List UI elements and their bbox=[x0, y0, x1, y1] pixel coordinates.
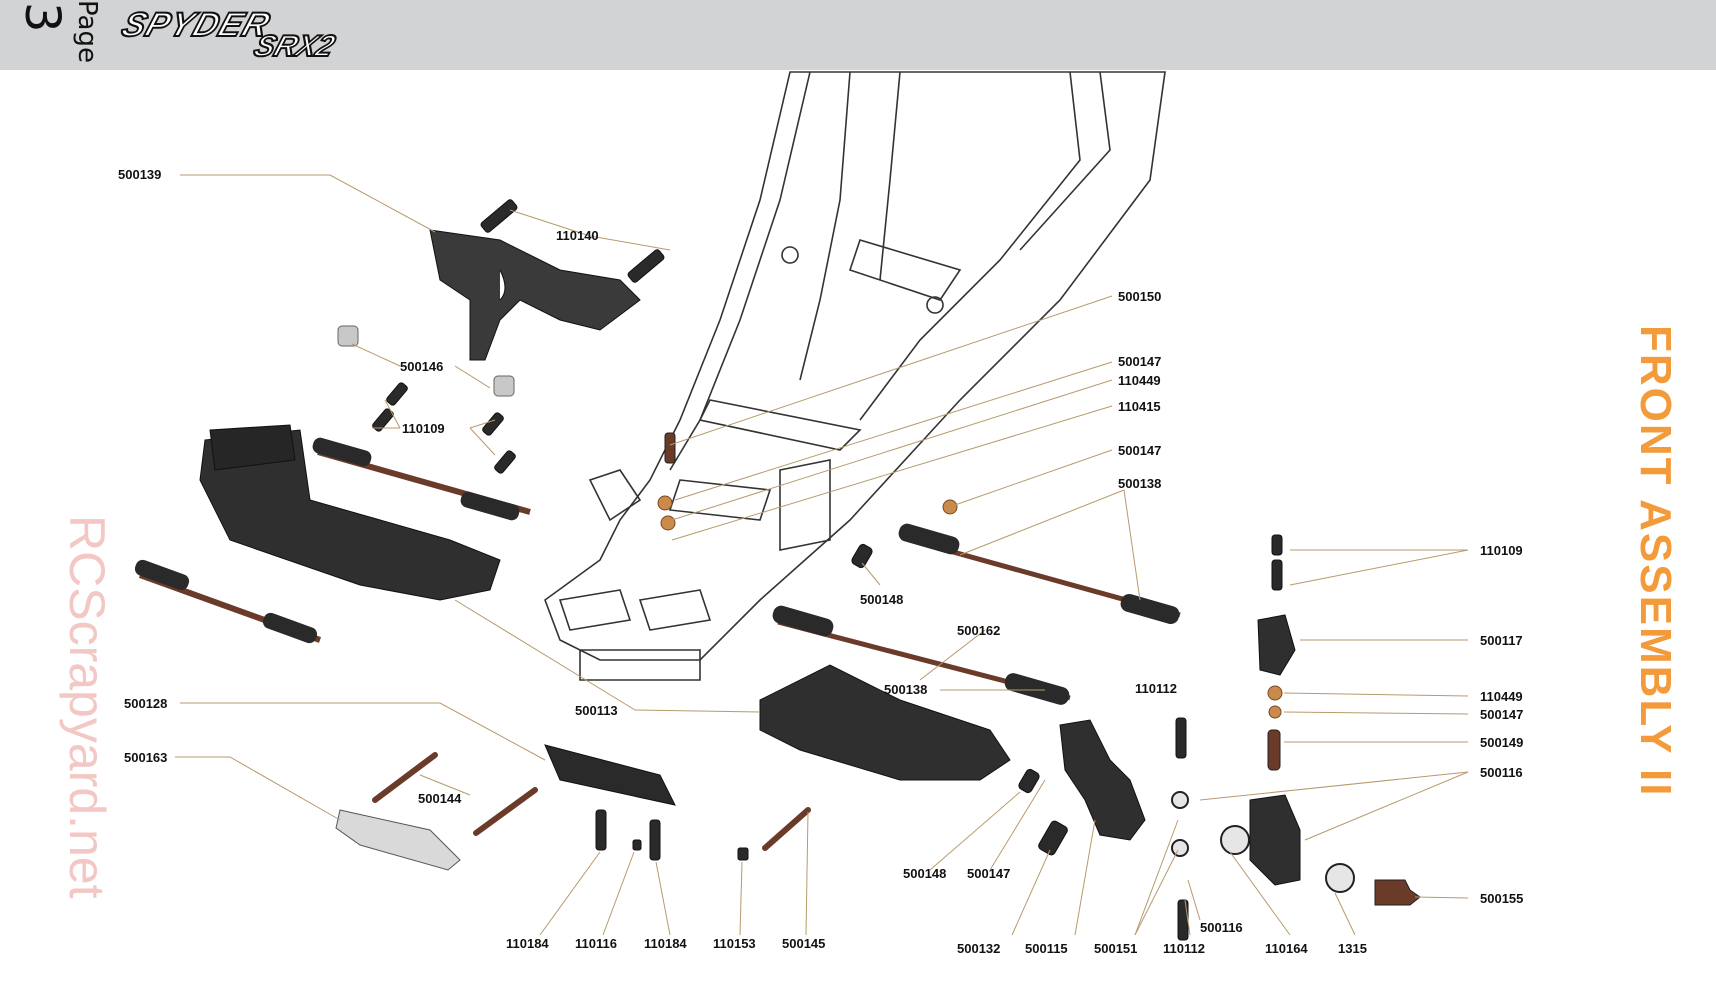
turnbuckle-lower-left bbox=[134, 559, 322, 644]
plate-500163 bbox=[335, 809, 461, 871]
label-110153: 110153 bbox=[713, 936, 756, 951]
label-500147-c: 500147 bbox=[1480, 707, 1524, 722]
label-500151: 500151 bbox=[1094, 941, 1138, 956]
label-1315: 1315 bbox=[1338, 941, 1367, 956]
caster-block bbox=[1059, 719, 1146, 841]
header-bar bbox=[0, 0, 1716, 70]
label-500128: 500128 bbox=[124, 696, 168, 711]
chassis-drawing bbox=[544, 71, 1166, 681]
label-110184-a: 110184 bbox=[506, 936, 549, 951]
label-110449-a: 110449 bbox=[1118, 373, 1161, 388]
label-110140: 110140 bbox=[556, 228, 599, 243]
label-110415: 110415 bbox=[1118, 399, 1161, 414]
label-500145: 500145 bbox=[782, 936, 826, 951]
label-500162: 500162 bbox=[957, 623, 1001, 638]
steering-knuckle bbox=[1249, 794, 1301, 886]
bumper-500128 bbox=[544, 744, 676, 806]
part-500117 bbox=[1257, 614, 1296, 676]
leader-lines bbox=[175, 174, 1469, 936]
label-110164: 110164 bbox=[1265, 941, 1308, 956]
label-500146: 500146 bbox=[400, 359, 444, 374]
label-500113: 500113 bbox=[575, 703, 618, 718]
label-110112-a: 110112 bbox=[1135, 681, 1177, 696]
label-500132: 500132 bbox=[957, 941, 1001, 956]
label-500148-a: 500148 bbox=[860, 592, 904, 607]
label-500163: 500163 bbox=[124, 750, 168, 765]
pivot-ball-left bbox=[664, 432, 676, 464]
label-500149: 500149 bbox=[1480, 735, 1524, 750]
label-500138-a: 500138 bbox=[1118, 476, 1162, 491]
label-500150: 500150 bbox=[1118, 289, 1162, 304]
label-500116-b: 500116 bbox=[1200, 920, 1243, 935]
label-500116-a: 500116 bbox=[1480, 765, 1523, 780]
label-500115: 500115 bbox=[1025, 941, 1068, 956]
turnbuckle-lower-right bbox=[772, 605, 1071, 705]
label-500139: 500139 bbox=[118, 167, 162, 182]
shock-tower bbox=[429, 229, 641, 361]
bushings-500146 bbox=[337, 325, 515, 397]
label-500138-b: 500138 bbox=[884, 682, 928, 697]
section-title: FRONT ASSEMBLY II bbox=[1630, 325, 1690, 797]
label-110112-b: 110112 bbox=[1163, 941, 1205, 956]
axle-500155 bbox=[1374, 879, 1421, 906]
label-500147-b: 500147 bbox=[1118, 443, 1162, 458]
label-110116: 110116 bbox=[575, 936, 617, 951]
bearings bbox=[1171, 791, 1355, 893]
label-500117: 500117 bbox=[1480, 633, 1523, 648]
small-parts bbox=[595, 534, 1283, 941]
label-500144: 500144 bbox=[418, 791, 462, 806]
pins bbox=[372, 752, 811, 851]
label-500148-b: 500148 bbox=[903, 866, 947, 881]
pivot-ball bbox=[1267, 729, 1281, 771]
label-500147-a: 500147 bbox=[1118, 354, 1162, 369]
turnbuckle-upper-left bbox=[312, 437, 531, 521]
label-110184-b: 110184 bbox=[644, 936, 687, 951]
turnbuckle-upper-right bbox=[898, 523, 1181, 625]
section-title-text: FRONT ASSEMBLY II bbox=[1631, 325, 1680, 798]
screws-110109-left bbox=[372, 382, 516, 474]
label-110109-left: 110109 bbox=[402, 421, 445, 436]
left-arm bbox=[199, 429, 501, 601]
label-110109-right: 110109 bbox=[1480, 543, 1523, 558]
label-500155: 500155 bbox=[1480, 891, 1524, 906]
right-arm bbox=[759, 664, 1011, 781]
watermark: RCScrapyard.net bbox=[58, 515, 118, 965]
washers bbox=[657, 495, 1283, 719]
screws-110140 bbox=[480, 199, 665, 283]
watermark-text: RCScrapyard.net bbox=[59, 515, 115, 899]
label-500147-d: 500147 bbox=[967, 866, 1011, 881]
label-110449-b: 110449 bbox=[1480, 689, 1523, 704]
